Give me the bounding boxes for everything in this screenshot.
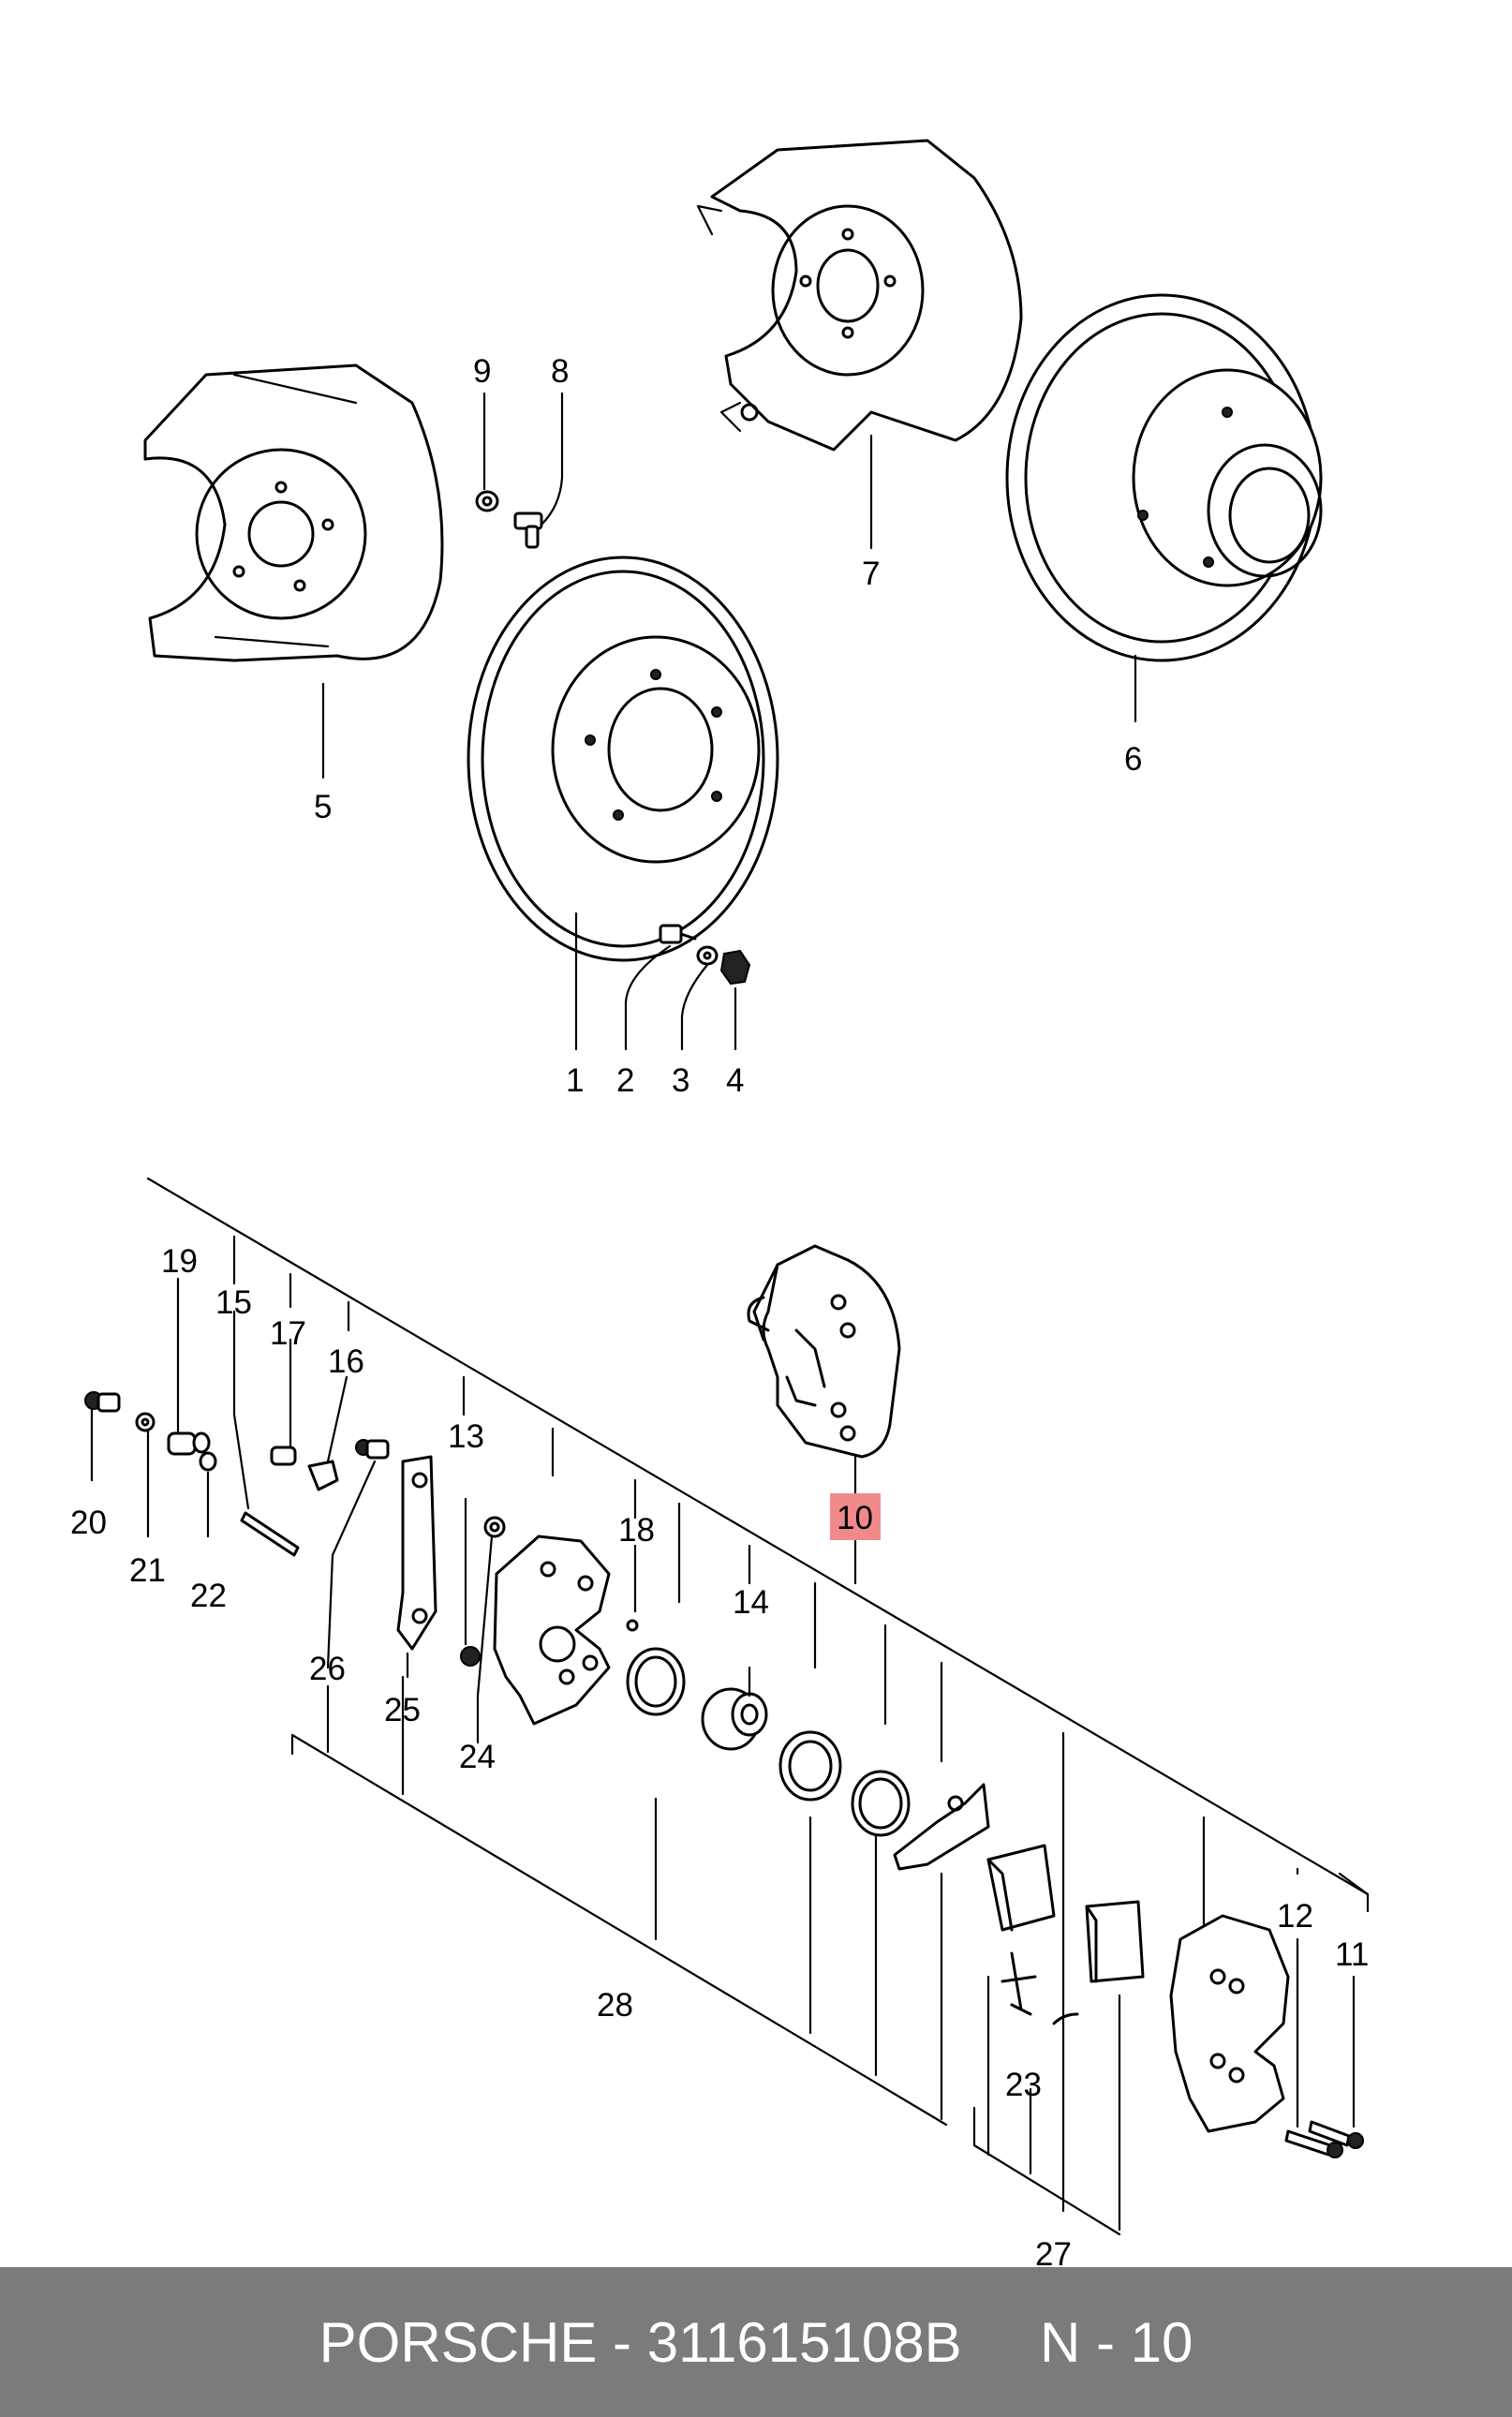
- callout-21: 21: [129, 1552, 166, 1589]
- callout-10: 10: [837, 1500, 873, 1536]
- pad-retainer-plate: [893, 1783, 990, 1871]
- callout-8: 8: [551, 353, 569, 390]
- bleed-valve-19: [167, 1431, 211, 1456]
- footer-part-number: 311615108B: [646, 2310, 962, 2374]
- seal-ring: [851, 1770, 911, 1837]
- callout-26: 26: [309, 1651, 346, 1687]
- callout-18: 18: [618, 1512, 655, 1549]
- callout-12: 12: [1277, 1898, 1313, 1935]
- callout-1: 1: [566, 1062, 584, 1099]
- footer-caption: PORSCHE - 311615108B N - 10: [319, 2310, 1193, 2375]
- cap-22: [199, 1451, 217, 1472]
- footer-ref: N - 10: [1039, 2310, 1193, 2374]
- dot-18: [626, 1619, 639, 1632]
- hardware-bolt-2: [659, 924, 697, 944]
- callout-14: 14: [733, 1584, 769, 1621]
- callout-28: 28: [597, 1987, 633, 2024]
- callouts: 1 2 3 4 5 6 7 8 9 10 11 12 13 14 15 16 1…: [70, 353, 1369, 2273]
- callout-11: 11: [1335, 1936, 1369, 1973]
- brake-disc-with-hub: [1005, 293, 1323, 662]
- callout-17: 17: [270, 1315, 306, 1352]
- callout-4: 4: [726, 1062, 744, 1099]
- screw-17: [270, 1446, 297, 1466]
- dust-seal: [778, 1730, 842, 1802]
- callout-24: 24: [459, 1739, 496, 1775]
- callout-3: 3: [672, 1062, 689, 1099]
- brake-pad: [986, 1844, 1056, 1932]
- callout-25: 25: [384, 1692, 421, 1728]
- brake-disc: [467, 556, 779, 962]
- brake-pad-2: [1085, 1900, 1145, 1983]
- callout-15: 15: [215, 1284, 252, 1321]
- spring-23: [1001, 1951, 1037, 2016]
- pin-15: [240, 1511, 300, 1557]
- nut-4: [719, 949, 751, 986]
- washer-21: [135, 1412, 156, 1432]
- washer-3: [696, 945, 719, 966]
- splash-shield-upper: [696, 139, 1023, 452]
- footer-separator: -: [613, 2310, 632, 2374]
- footer-bar: PORSCHE - 311615108B N - 10: [0, 2267, 1512, 2417]
- footer-brand: PORSCHE: [319, 2310, 598, 2374]
- piston-14: [701, 1687, 768, 1751]
- callout-16: 16: [328, 1343, 364, 1380]
- brake-caliper-10: [747, 1244, 901, 1459]
- callout-22: 22: [190, 1578, 227, 1614]
- washer-9: [475, 490, 499, 512]
- callout-10-highlight: 10: [830, 1493, 881, 1540]
- callout-9: 9: [473, 353, 491, 390]
- bolt-8: [513, 512, 543, 549]
- locking-plate-25: [396, 1455, 437, 1651]
- splash-shield-left: [143, 363, 444, 662]
- callout-5: 5: [314, 789, 332, 825]
- caliper-half-right: [1169, 1914, 1290, 2133]
- callout-20: 20: [70, 1505, 107, 1541]
- bolt-20: [84, 1391, 121, 1413]
- callout-6: 6: [1124, 741, 1142, 778]
- bolt-26: [355, 1439, 390, 1460]
- callout-27: 27: [1035, 2236, 1072, 2273]
- nut-24: [460, 1646, 481, 1667]
- bolt-11: [1308, 2120, 1364, 2149]
- bolt-12: [1284, 2129, 1343, 2158]
- caliper-half: [493, 1535, 611, 1726]
- callout-23: 23: [1005, 2067, 1042, 2103]
- leader-arrows: [232, 1235, 1299, 2232]
- callout-7: 7: [862, 556, 880, 592]
- callout-19: 19: [161, 1243, 198, 1280]
- callout-13: 13: [448, 1418, 484, 1455]
- washer: [483, 1516, 506, 1538]
- seal-ring-28: [626, 1647, 686, 1716]
- valve-16: [307, 1460, 339, 1491]
- callout-2: 2: [616, 1062, 634, 1099]
